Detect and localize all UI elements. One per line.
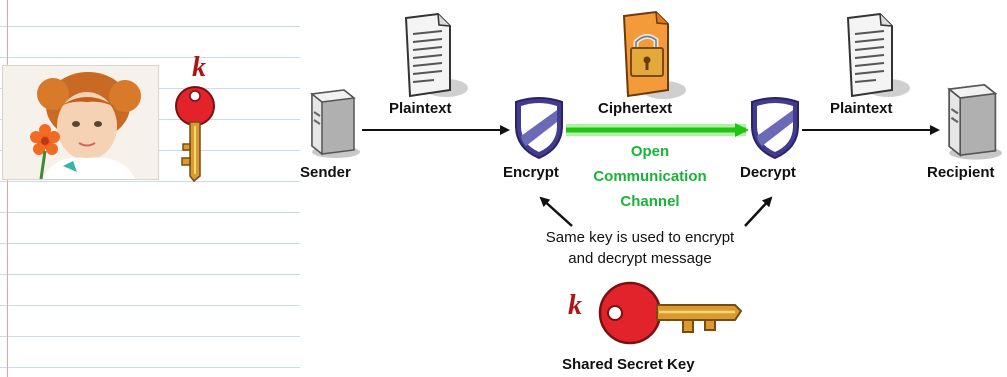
key-icon bbox=[598, 281, 743, 345]
person-photo bbox=[2, 65, 159, 180]
sender-label: Sender bbox=[300, 164, 351, 181]
key-note-line-1: Same key is used to encrypt bbox=[545, 229, 735, 246]
arrow-key-to-encrypt bbox=[539, 196, 573, 227]
decrypt-label: Decrypt bbox=[740, 164, 796, 181]
key-symbol-shared: k bbox=[568, 290, 582, 321]
server-icon bbox=[947, 83, 1002, 160]
padlock-document-icon bbox=[622, 10, 686, 99]
shield-icon bbox=[515, 97, 563, 160]
shared-key-label: Shared Secret Key bbox=[562, 356, 695, 373]
channel-line-3: Channel bbox=[620, 193, 680, 210]
channel-line-1: Open bbox=[630, 143, 670, 160]
document-icon bbox=[846, 12, 910, 98]
plaintext-left-label: Plaintext bbox=[389, 100, 452, 117]
notebook-paper bbox=[0, 0, 300, 377]
key-note-line-2: and decrypt message bbox=[568, 250, 712, 267]
shield-icon bbox=[751, 97, 799, 160]
server-icon bbox=[310, 89, 360, 158]
arrow-key-to-decrypt bbox=[744, 196, 773, 227]
plaintext-right-label: Plaintext bbox=[830, 100, 893, 117]
open-channel-label: Open Communication Channel bbox=[578, 139, 722, 214]
recipient-label: Recipient bbox=[927, 164, 995, 181]
channel-line-2: Communication bbox=[593, 168, 707, 185]
ciphertext-label: Ciphertext bbox=[598, 100, 673, 117]
document-icon bbox=[404, 12, 468, 98]
key-note: Same key is used to encrypt and decrypt … bbox=[520, 227, 760, 269]
key-symbol-left: k bbox=[192, 52, 206, 83]
margin-line bbox=[7, 0, 8, 377]
key-icon bbox=[175, 86, 215, 183]
encrypt-label: Encrypt bbox=[503, 164, 559, 181]
